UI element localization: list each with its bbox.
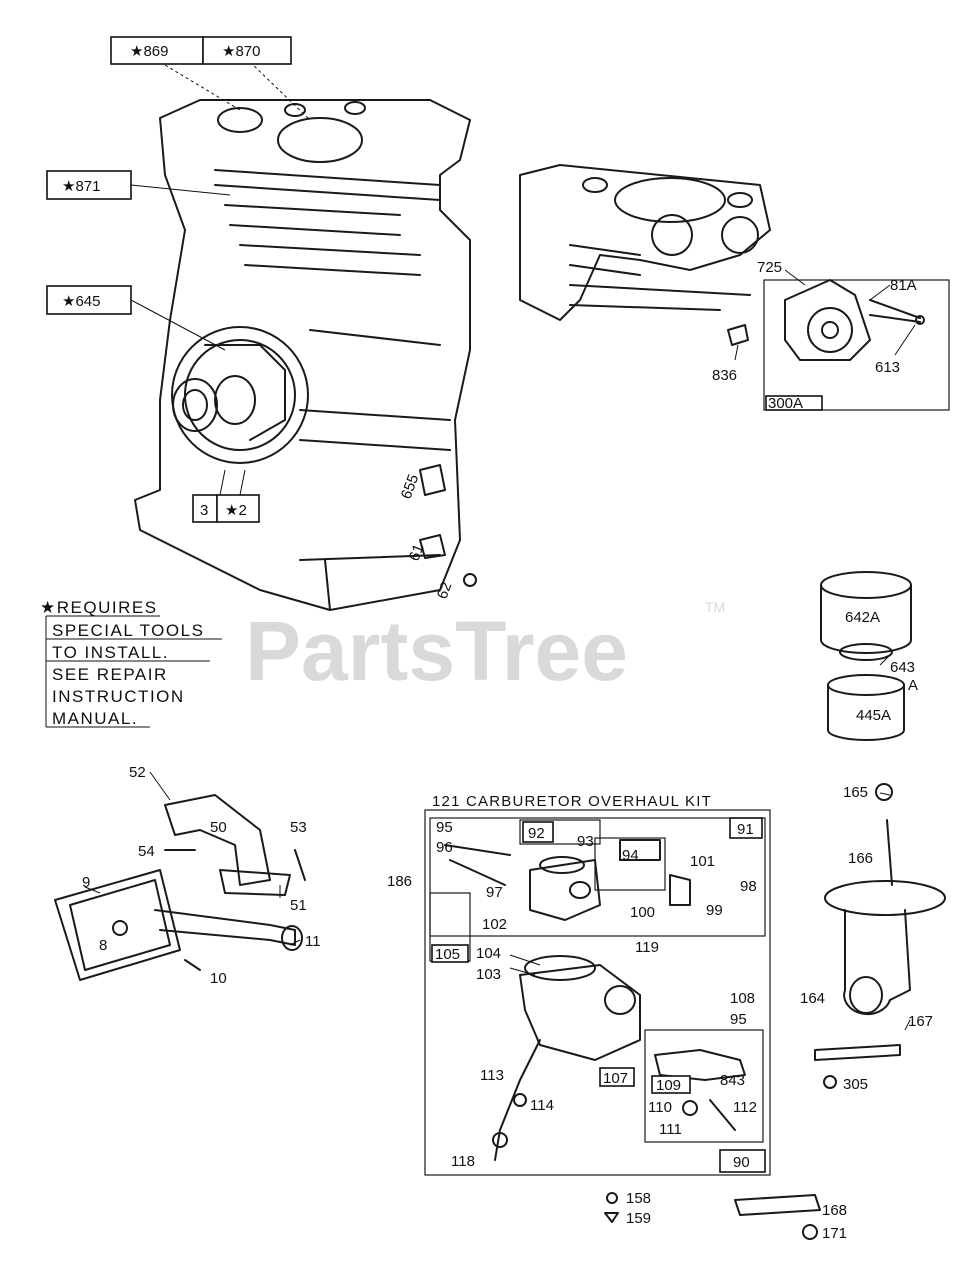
label-101: 101 — [690, 853, 715, 870]
label-118: 118 — [451, 1153, 475, 1170]
label-870: ★870 — [222, 43, 260, 60]
label-725: 725 — [757, 259, 782, 276]
note-line-3: TO INSTALL. — [52, 643, 169, 662]
label-95-top: 95 — [436, 819, 453, 836]
label-100: 100 — [630, 904, 655, 921]
kit-title: 121 CARBURETOR OVERHAUL KIT — [432, 793, 712, 810]
label-3: 3 — [200, 502, 208, 519]
label-445a: 445A — [856, 707, 891, 724]
special-tools-note: ★REQUIRES SPECIAL TOOLS TO INSTALL. SEE … — [40, 598, 222, 728]
label-81a: 81A — [890, 277, 917, 294]
label-95-bottom: 95 — [730, 1011, 747, 1028]
note-line-5: INSTRUCTION — [52, 687, 185, 706]
label-643-suffix: A — [908, 677, 918, 694]
label-114: 114 — [530, 1097, 554, 1114]
label-869: ★869 — [130, 43, 168, 60]
label-655: 655 — [398, 472, 423, 501]
label-159: 159 — [626, 1210, 651, 1227]
label-51: 51 — [290, 897, 307, 914]
label-93: 93 — [577, 833, 594, 850]
small-parts-illustration — [419, 464, 477, 587]
label-54: 54 — [138, 843, 155, 860]
label-836: 836 — [712, 367, 737, 384]
label-107: 107 — [603, 1070, 628, 1087]
label-90: 90 — [733, 1154, 750, 1171]
label-102: 102 — [482, 916, 507, 933]
label-52: 52 — [129, 764, 146, 781]
label-97: 97 — [486, 884, 503, 901]
leader-lines — [84, 61, 916, 1031]
note-line-2: SPECIAL TOOLS — [52, 621, 204, 640]
label-50: 50 — [210, 819, 227, 836]
label-158: 158 — [626, 1190, 651, 1207]
label-164: 164 — [800, 990, 825, 1007]
label-62: 62 — [434, 580, 456, 601]
label-643: 643 — [890, 659, 915, 676]
label-98: 98 — [740, 878, 757, 895]
carburetor-kit-illustration — [424, 809, 771, 1176]
label-171: 171 — [822, 1225, 847, 1242]
label-112: 112 — [733, 1099, 757, 1116]
label-109: 109 — [656, 1077, 681, 1094]
label-11: 11 — [305, 933, 321, 950]
note-line-4: SEE REPAIR — [52, 665, 168, 684]
label-105: 105 — [435, 946, 460, 963]
label-53: 53 — [290, 819, 307, 836]
watermark-text: PartsTree — [245, 604, 628, 698]
label-613: 613 — [875, 359, 900, 376]
label-94: 94 — [622, 847, 639, 864]
air-filter-illustration — [820, 571, 912, 741]
label-871: ★871 — [62, 178, 100, 195]
label-91: 91 — [737, 821, 754, 838]
label-2: ★2 — [225, 502, 247, 519]
label-645: ★645 — [62, 293, 100, 310]
label-113: 113 — [480, 1067, 504, 1084]
label-167: 167 — [908, 1013, 933, 1030]
label-186: 186 — [387, 873, 412, 890]
label-843: 843 — [720, 1072, 745, 1089]
label-165: 165 — [843, 784, 868, 801]
label-61: 61 — [406, 542, 428, 563]
label-10: 10 — [210, 970, 227, 987]
label-166: 166 — [848, 850, 873, 867]
label-111: 111 — [659, 1121, 682, 1138]
label-9: 9 — [82, 874, 90, 891]
label-168: 168 — [822, 1202, 847, 1219]
watermark-trademark: TM — [705, 599, 725, 615]
label-104: 104 — [476, 945, 501, 962]
muffler-illustration — [54, 794, 306, 981]
label-119: 119 — [635, 939, 659, 956]
label-92: 92 — [528, 825, 545, 842]
label-305: 305 — [843, 1076, 868, 1093]
engine-block-illustration — [134, 99, 471, 611]
label-300a: 300A — [768, 395, 803, 412]
fuel-pipe-illustration — [604, 783, 946, 1240]
label-108: 108 — [730, 990, 755, 1007]
label-642a: 642A — [845, 609, 880, 626]
label-99: 99 — [706, 902, 723, 919]
breather-assembly-illustration — [727, 279, 950, 411]
note-line-1: ★REQUIRES — [40, 598, 158, 617]
label-boxes — [46, 36, 823, 1173]
label-103: 103 — [476, 966, 501, 983]
cylinder-head-illustration — [519, 164, 771, 321]
note-line-6: MANUAL. — [52, 709, 138, 728]
label-8: 8 — [99, 937, 107, 954]
label-110: 110 — [648, 1099, 672, 1116]
label-96: 96 — [436, 839, 453, 856]
